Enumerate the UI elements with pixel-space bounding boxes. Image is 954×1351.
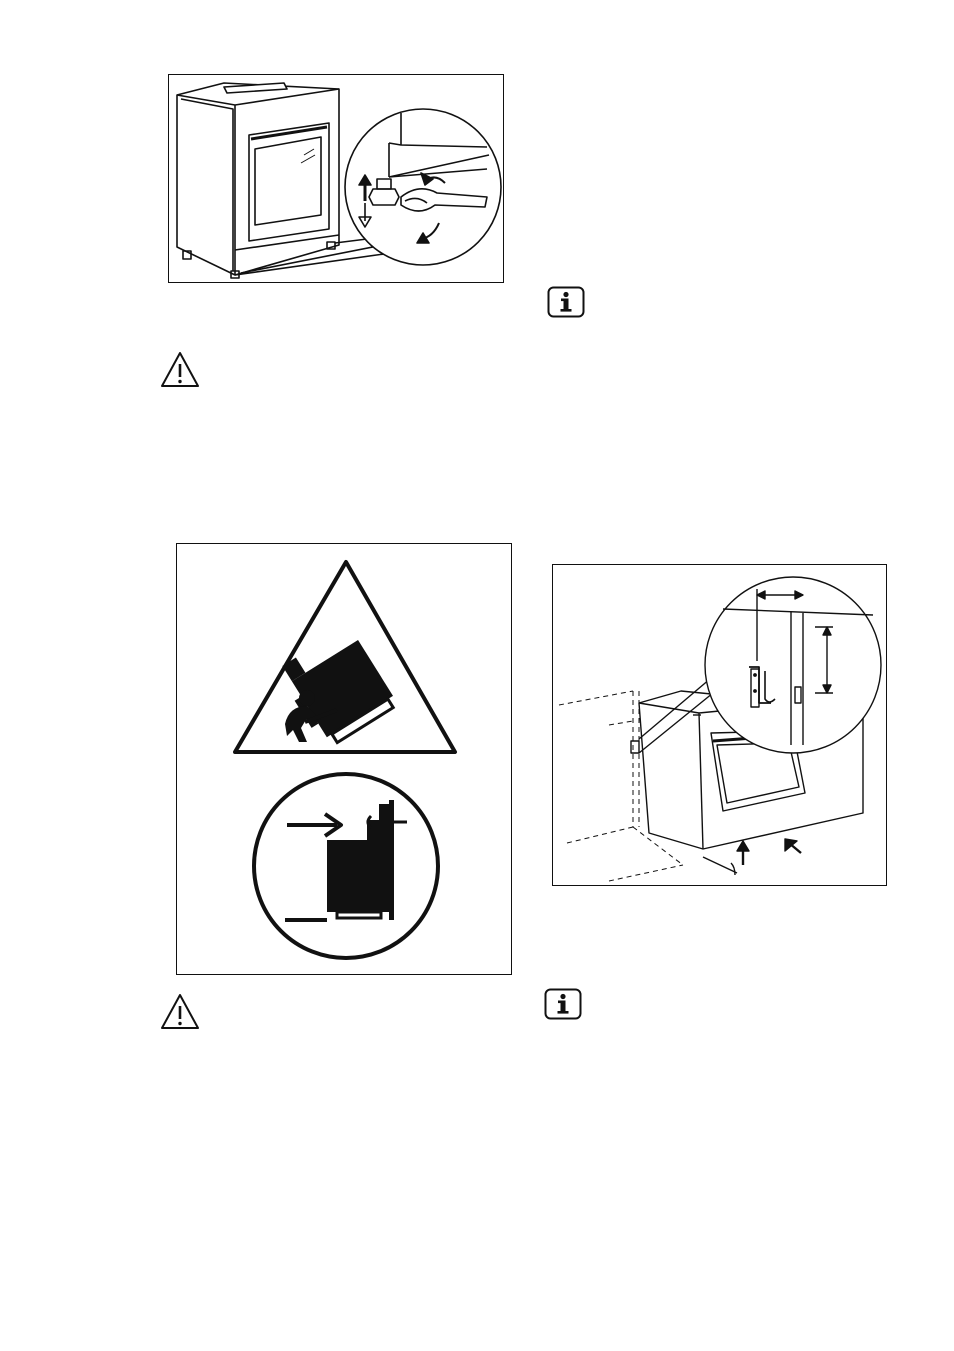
warning-triangle-icon [160, 351, 200, 389]
cooker-leveling-feet-illustration [169, 75, 505, 284]
bracket-installation-figure [552, 564, 887, 886]
anti-tilt-bracket-installation-illustration [553, 565, 888, 887]
tilt-warning-figure [176, 543, 512, 975]
warning-triangle-icon [160, 993, 200, 1031]
anti-tilt-warning-illustration [177, 544, 513, 976]
info-icon [547, 286, 585, 318]
leveling-figure [168, 74, 504, 283]
info-icon [544, 988, 582, 1020]
